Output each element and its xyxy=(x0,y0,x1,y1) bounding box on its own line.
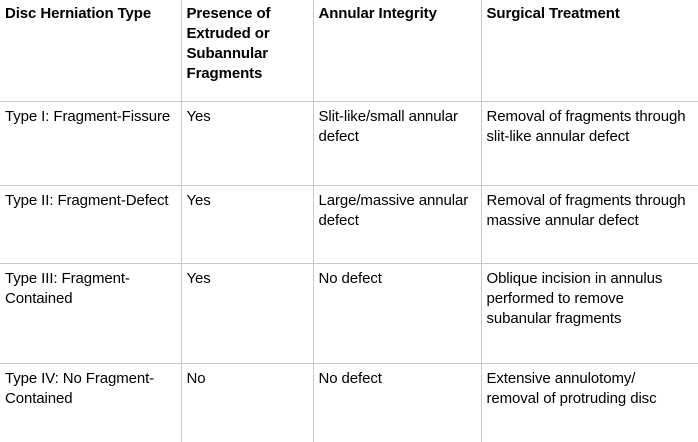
column-header-disc-herniation-type: Disc Herniation Type xyxy=(0,0,182,102)
cell-fragments: Yes xyxy=(181,263,314,364)
cell-text: Yes xyxy=(186,191,211,209)
table-row: Type I: Fragment-Fissure Yes Slit-like/s… xyxy=(0,101,698,186)
table-body: Type I: Fragment-Fissure Yes Slit-like/s… xyxy=(0,101,698,442)
cell-type: Type II: Fragment-Defect xyxy=(0,185,182,264)
cell-treatment: Removal of fragments through slit-like a… xyxy=(481,101,698,186)
cell-text: Type I: Fragment-Fissure xyxy=(5,107,171,125)
table-header: Disc Herniation Type Presence of Extrude… xyxy=(0,0,698,102)
header-label: Presence of Extruded or Subannular Fragm… xyxy=(186,5,271,82)
cell-integrity: Slit-like/small annular defect xyxy=(313,101,482,186)
cell-fragments: Yes xyxy=(181,185,314,264)
cell-text: Yes xyxy=(186,269,211,287)
header-row: Disc Herniation Type Presence of Extrude… xyxy=(0,0,698,102)
cell-treatment: Oblique incision in annulus performed to… xyxy=(481,263,698,364)
table-row: Type IV: No Fragment-Contained No No def… xyxy=(0,363,698,442)
cell-treatment: Removal of fragments through massive ann… xyxy=(481,185,698,264)
cell-fragments: No xyxy=(181,363,314,442)
column-header-surgical-treatment: Surgical Treatment xyxy=(481,0,698,102)
header-label: Surgical Treatment xyxy=(486,5,620,22)
cell-treatment: Extensive annulotomy/ removal of protrud… xyxy=(481,363,698,442)
header-label: Annular Integrity xyxy=(318,5,437,22)
cell-integrity: No defect xyxy=(313,363,482,442)
cell-text: Yes xyxy=(186,107,211,125)
cell-type: Type IV: No Fragment-Contained xyxy=(0,363,182,442)
cell-integrity: No defect xyxy=(313,263,482,364)
cell-text: Slit-like/small annular defect xyxy=(318,107,459,145)
cell-text: No defect xyxy=(318,269,382,287)
cell-text: Extensive annulotomy/ removal of protrud… xyxy=(486,369,657,407)
cell-fragments: Yes xyxy=(181,101,314,186)
cell-text: Type III: Fragment-Contained xyxy=(5,269,130,307)
table-row: Type III: Fragment-Contained Yes No defe… xyxy=(0,263,698,364)
cell-text: Removal of fragments through massive ann… xyxy=(486,191,686,229)
column-header-presence-of-fragments: Presence of Extruded or Subannular Fragm… xyxy=(181,0,314,102)
cell-text: Removal of fragments through slit-like a… xyxy=(486,107,686,145)
column-header-annular-integrity: Annular Integrity xyxy=(313,0,482,102)
cell-text: No defect xyxy=(318,369,382,387)
header-label: Disc Herniation Type xyxy=(5,5,152,22)
table-row: Type II: Fragment-Defect Yes Large/massi… xyxy=(0,185,698,264)
cell-integrity: Large/massive annular defect xyxy=(313,185,482,264)
cell-type: Type I: Fragment-Fissure xyxy=(0,101,182,186)
cell-text: Large/massive annular defect xyxy=(318,191,469,229)
cell-text: Oblique incision in annulus performed to… xyxy=(486,269,663,327)
cell-text: Type IV: No Fragment-Contained xyxy=(5,369,155,407)
cell-text: No xyxy=(186,369,206,387)
cell-type: Type III: Fragment-Contained xyxy=(0,263,182,364)
cell-text: Type II: Fragment-Defect xyxy=(5,191,169,209)
